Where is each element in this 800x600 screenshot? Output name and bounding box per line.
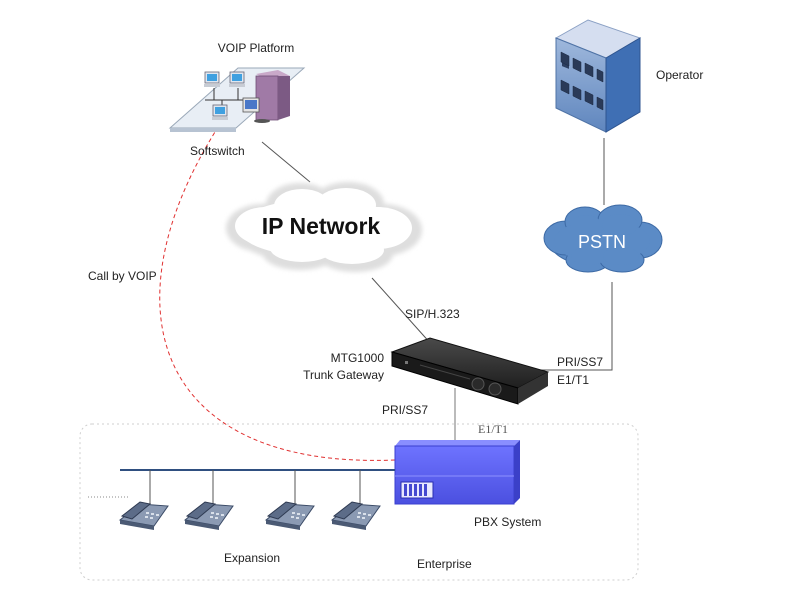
softswitch-label: Softswitch	[190, 144, 245, 158]
ip-to-gateway-link	[371, 277, 433, 346]
ip-phone-icon	[118, 501, 169, 530]
trunk-gateway-icon	[390, 337, 550, 405]
softswitch-network-icon	[168, 67, 306, 132]
operator-building-icon	[554, 19, 642, 133]
pstn-cloud: PSTN	[543, 204, 663, 273]
ip-network-label: IP Network	[262, 213, 381, 239]
pri-ss7-lower-label: PRI/SS7	[382, 403, 428, 417]
pri-ss7-right-label: PRI/SS7	[557, 355, 603, 369]
pbx-system-icon	[394, 440, 520, 505]
softswitch-to-ip-link	[261, 141, 311, 183]
pstn-to-gateway-link	[520, 282, 613, 371]
sip-h323-label: SIP/H.323	[405, 307, 460, 321]
gateway-name-label: MTG1000	[331, 351, 385, 365]
voip-call-path	[159, 111, 396, 461]
pbx-system-label: PBX System	[474, 515, 541, 529]
enterprise-label: Enterprise	[417, 557, 472, 571]
ip-network-cloud: IP Network	[226, 182, 422, 272]
voip-platform-label: VOIP Platform	[218, 41, 294, 55]
ip-phone-icon	[183, 501, 234, 530]
ip-phone-icon	[330, 501, 381, 530]
call-by-voip-label: Call by VOIP	[88, 269, 157, 283]
operator-label: Operator	[656, 68, 703, 82]
pstn-label: PSTN	[578, 232, 626, 252]
enterprise-boundary	[79, 423, 639, 581]
e1t1-lower-label: E1/T1	[478, 422, 508, 436]
e1t1-right-label: E1/T1	[557, 373, 589, 387]
ip-phone-icon	[264, 501, 315, 530]
gateway-type-label: Trunk Gateway	[303, 368, 384, 382]
expansion-label: Expansion	[224, 551, 280, 565]
